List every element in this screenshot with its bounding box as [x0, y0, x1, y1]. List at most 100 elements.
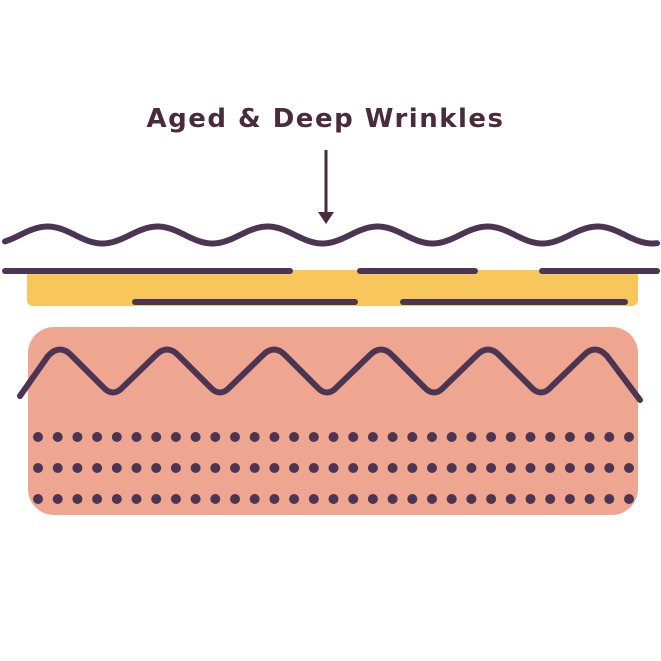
- dermis-dot: [348, 432, 359, 442]
- dermis-dot: [131, 463, 142, 473]
- dermis-dot: [72, 432, 83, 442]
- dermis-dot: [52, 432, 63, 442]
- dermis-dot: [604, 463, 615, 473]
- dermis-dot: [407, 463, 418, 473]
- dermis-dot: [170, 463, 181, 473]
- dermis-dot: [111, 494, 122, 504]
- dermis-dot: [584, 432, 595, 442]
- dermis-dot: [427, 432, 437, 442]
- dermis-dot: [446, 494, 457, 504]
- dermis-dot: [72, 463, 83, 473]
- dermis-dot: [545, 432, 556, 442]
- dermis-dot: [308, 432, 319, 442]
- dermis-dot: [584, 463, 595, 473]
- dermis-dot: [466, 494, 477, 504]
- dermis-dot: [170, 432, 181, 442]
- dermis-dot: [72, 494, 83, 504]
- dermis-dot: [111, 463, 122, 473]
- dermis-dot: [446, 432, 457, 442]
- dermis-dot: [505, 494, 516, 504]
- dermis-dot: [505, 463, 516, 473]
- dermis-dot: [131, 494, 142, 504]
- dermis-dot: [407, 494, 418, 504]
- dermis-dot: [308, 463, 319, 473]
- dermis-dot: [190, 463, 201, 473]
- dermis-dot: [230, 494, 240, 504]
- dermis-dot: [289, 463, 300, 473]
- dermis-dot: [269, 463, 280, 473]
- diagram-title: Aged & Deep Wrinkles: [146, 104, 505, 134]
- dermis-dot: [564, 432, 575, 442]
- dermis-dot: [427, 463, 437, 473]
- dermis-dot: [545, 494, 556, 504]
- dermis-dot: [249, 494, 260, 504]
- dermis-dot: [604, 494, 615, 504]
- dermis-dot: [486, 463, 497, 473]
- dermis-dot: [210, 494, 221, 504]
- dermis-dot: [584, 494, 595, 504]
- surface-wrinkle-line: [2, 223, 660, 247]
- dermis-dot: [92, 432, 103, 442]
- dermis-dot: [466, 432, 477, 442]
- dermis-dot: [151, 432, 162, 442]
- dermis-dot: [52, 463, 63, 473]
- dermis-dot: [52, 494, 63, 504]
- dermis-dot: [308, 494, 319, 504]
- dermis-dot: [564, 494, 575, 504]
- dermis-dot: [328, 494, 339, 504]
- dermis-dot: [387, 494, 398, 504]
- dermis-dot: [348, 463, 359, 473]
- dermis-dot: [210, 432, 221, 442]
- dermis-dot: [151, 494, 162, 504]
- dermis-dot: [111, 432, 122, 442]
- dermis-dot: [249, 432, 260, 442]
- dermis-dot: [525, 463, 536, 473]
- dermis-dot: [604, 432, 615, 442]
- dermis-dot: [328, 432, 339, 442]
- dermis-dot: [289, 494, 300, 504]
- dermis-dot: [92, 463, 103, 473]
- dermis-dot: [367, 463, 378, 473]
- dermis-dot: [486, 432, 497, 442]
- dermis-dot: [486, 494, 497, 504]
- dermis-dot: [407, 432, 418, 442]
- dermis-dot: [505, 432, 516, 442]
- dermis-dot: [545, 463, 556, 473]
- dermis-dot: [230, 432, 240, 442]
- dermis-dot: [446, 463, 457, 473]
- dermis-dot: [33, 463, 43, 473]
- epidermis-lines: [2, 268, 660, 305]
- dermis-dot: [348, 494, 359, 504]
- epidermis-layer: [27, 270, 638, 306]
- dermis-dot: [466, 463, 477, 473]
- dermis-dot: [230, 463, 240, 473]
- dermis-dot: [367, 432, 378, 442]
- dermis-dot: [190, 494, 201, 504]
- dermis-dot: [249, 463, 260, 473]
- pointer-arrow-head: [318, 212, 334, 224]
- dermis-dot: [190, 432, 201, 442]
- dermis-dots: [33, 432, 634, 504]
- dermis-dot: [33, 432, 43, 442]
- dermis-dot: [624, 494, 634, 504]
- dermis-dot: [92, 494, 103, 504]
- dermis-dot: [328, 463, 339, 473]
- dermis-dot: [387, 432, 398, 442]
- dermis-dot: [33, 494, 43, 504]
- dermis-dot: [131, 432, 142, 442]
- dermis-dot: [525, 432, 536, 442]
- dermis-dot: [269, 432, 280, 442]
- dermis-dot: [289, 432, 300, 442]
- dermis-dot: [624, 432, 634, 442]
- dermis-dot: [269, 494, 280, 504]
- dermis-dot: [427, 494, 437, 504]
- dermis-dot: [624, 463, 634, 473]
- dermis-dot: [387, 463, 398, 473]
- dermis-dot: [151, 463, 162, 473]
- dermis-dot: [367, 494, 378, 504]
- dermis-dot: [525, 494, 536, 504]
- dermis-dot: [170, 494, 181, 504]
- dermis-dot: [564, 463, 575, 473]
